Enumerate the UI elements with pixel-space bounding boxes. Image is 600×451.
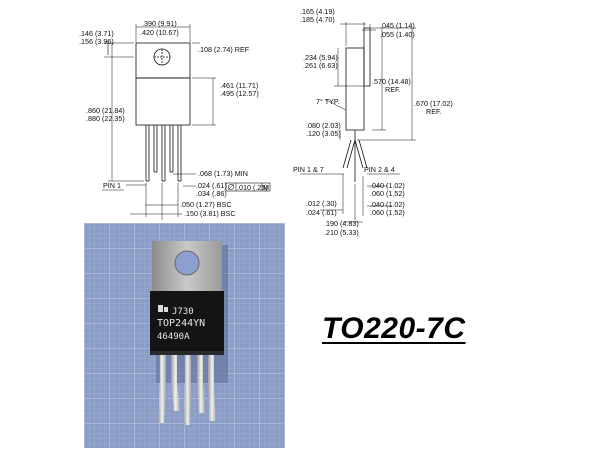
total-len-b: .880 (22.35) xyxy=(86,114,125,123)
lead-offset-b: .060 (1.52) xyxy=(370,189,405,198)
body-len-b: .495 (12.57) xyxy=(220,89,259,98)
tab-h-a: .234 (5.94) xyxy=(303,53,338,62)
ref-b: .670 (17.02) xyxy=(414,99,453,108)
lead-offset2-b: .060 (1.52) xyxy=(370,208,405,217)
marking-line-3: 46490A xyxy=(157,332,190,342)
side-tab xyxy=(363,27,371,87)
thick-b: .185 (4.70) xyxy=(300,15,335,24)
chip-body xyxy=(150,291,224,353)
lead-thick-a: .012 (.30) xyxy=(306,199,337,208)
marking-line-2: TOP244YN xyxy=(157,318,205,329)
spacing-b: .210 (5.33) xyxy=(324,228,359,237)
side-view xyxy=(300,22,416,223)
chip-leads xyxy=(158,355,216,425)
thick-a: .165 (4.19) xyxy=(300,7,335,16)
lead-offset2-a: .040 (1.02) xyxy=(370,200,405,209)
chip-mounting-hole xyxy=(175,251,199,275)
lead-width-a: .024 (.61) xyxy=(196,181,227,190)
body-len-a: .461 (11.71) xyxy=(220,81,258,90)
pin-left-label: PIN 1 & 7 xyxy=(293,165,324,174)
tab-height: .108 (2.74) REF xyxy=(198,45,250,54)
component-photo: J730 TOP244YN 46490A xyxy=(84,223,285,448)
side-body xyxy=(345,47,365,131)
pitch-a: .050 (1.27) BSC xyxy=(180,200,232,209)
marking-line-1: J730 xyxy=(172,307,194,317)
tab-width-b: .156 (3.96) xyxy=(79,37,114,46)
tolerance-symbol: M xyxy=(263,183,269,192)
body-width-a: .390 (9.91) xyxy=(142,19,177,28)
ref-b-tag: REF. xyxy=(426,107,442,116)
flange-b: .055 (1.40) xyxy=(380,30,415,39)
photo-graphic: J730 TOP244YN 46490A xyxy=(84,223,285,448)
front-leads xyxy=(145,125,182,182)
front-pin-label: PIN 1 xyxy=(103,181,121,190)
front-body-outline xyxy=(135,77,191,126)
flange-a: .045 (1.14) xyxy=(380,21,415,30)
lead-min: .068 (1.73) MIN xyxy=(198,169,248,178)
bend-a: .080 (2.03) xyxy=(306,121,341,130)
tab-h-b: .261 (6.63) xyxy=(303,61,338,70)
angle-label: 7° TYP. xyxy=(316,97,340,106)
ref-a: .570 (14.48) xyxy=(372,77,411,86)
package-title: TO220-7C xyxy=(322,312,466,345)
bend-b: .120 (3.05) xyxy=(306,129,341,138)
lead-thick-b: .024 (.61) xyxy=(306,208,337,217)
lead-width-b: .034 (.86) xyxy=(196,189,227,198)
pin-right-label: PIN 2 & 4 xyxy=(364,165,395,174)
pitch-b: .150 (3.81) BSC xyxy=(184,209,236,218)
manufacturer-logo xyxy=(158,305,168,312)
ref-a-tag: REF. xyxy=(385,85,401,94)
front-view xyxy=(104,24,271,220)
total-len-a: .860 (21.84) xyxy=(86,106,125,115)
front-tab-outline xyxy=(135,42,191,79)
tab-width-a: .146 (3.71) xyxy=(79,29,114,38)
lead-offset-a: .040 (1.02) xyxy=(370,181,405,190)
body-width-b: .420 (10.67) xyxy=(140,28,179,37)
tolerance: .010 (.25) xyxy=(237,183,268,192)
spacing-a: .190 (4.83) xyxy=(324,219,359,228)
